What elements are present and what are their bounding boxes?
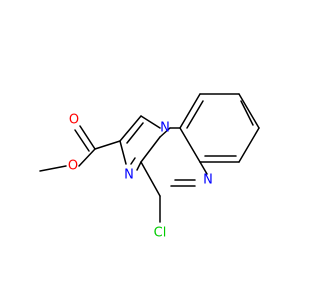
bond xyxy=(119,140,127,165)
atom-label: N xyxy=(160,121,170,136)
bond xyxy=(136,161,142,171)
bond xyxy=(238,127,260,163)
bond xyxy=(179,127,201,163)
atom-label: N xyxy=(124,168,134,183)
atom-label: O xyxy=(68,159,78,174)
atom-label: N xyxy=(203,173,213,188)
bond xyxy=(199,161,208,175)
bond xyxy=(186,100,204,129)
bond xyxy=(94,140,121,150)
atom-label: O xyxy=(69,113,79,128)
bond xyxy=(74,129,90,152)
bond xyxy=(119,115,142,142)
bond xyxy=(78,148,96,167)
bond xyxy=(140,115,161,129)
bond xyxy=(126,122,144,144)
bond xyxy=(240,100,254,126)
molecule-drawing: N N N O O Cl xyxy=(39,93,260,241)
bond xyxy=(39,165,67,172)
bond xyxy=(79,125,96,150)
atom-label: Cl xyxy=(154,226,167,241)
structure-diagram: N N N O O Cl xyxy=(39,93,260,241)
bond xyxy=(238,93,260,129)
bond xyxy=(179,93,201,129)
bond xyxy=(130,157,136,165)
bond xyxy=(159,127,171,138)
bond xyxy=(140,161,161,197)
bond xyxy=(140,136,161,163)
